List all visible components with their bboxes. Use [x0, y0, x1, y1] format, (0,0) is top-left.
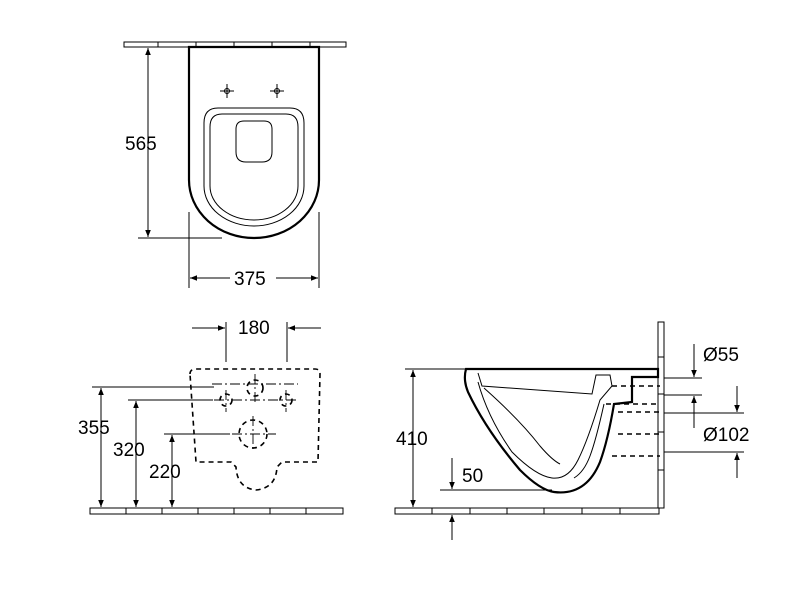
- dim-label-width: 375: [234, 269, 266, 290]
- dimension-line-fixing-spacing: [192, 322, 321, 362]
- dim-label-inlet-diameter: Ø55: [703, 345, 739, 366]
- top-view-seat-inner: [209, 113, 299, 221]
- front-view-fixing-holes: [219, 379, 293, 449]
- dim-label-height-inlet: 320: [113, 440, 145, 461]
- side-view-wall: [657, 321, 665, 509]
- front-view: 180 355 320 220: [78, 318, 344, 515]
- side-view-rim-line: [483, 387, 561, 465]
- dim-label-height-outlet: 220: [149, 462, 181, 483]
- side-view-bowl-profile: [463, 367, 660, 494]
- side-view-bowl-inner: [477, 372, 613, 479]
- side-view: 410 50 Ø55 Ø102: [394, 321, 749, 540]
- dim-label-side-height: 410: [396, 429, 428, 450]
- dim-label-length: 565: [125, 134, 157, 155]
- front-view-centerlines: [212, 374, 298, 452]
- front-view-floor: [89, 507, 344, 515]
- dim-label-outlet-diameter: Ø102: [703, 425, 749, 446]
- dimension-lines-heights: [98, 388, 175, 507]
- top-view-bowl-outline: [187, 45, 321, 240]
- top-view: 565 375: [123, 41, 347, 290]
- top-view-bowl-opening: [235, 120, 273, 163]
- side-view-floor: [394, 507, 660, 515]
- dimension-line-length: [138, 46, 222, 239]
- front-view-leader-lines: [92, 386, 230, 435]
- side-view-siphon: [573, 403, 605, 479]
- dim-label-fixing-spacing: 180: [238, 318, 270, 339]
- dimension-line-width: [188, 212, 320, 288]
- top-view-fixing-marks: [220, 84, 284, 98]
- front-view-outline-dashed: [189, 368, 321, 491]
- side-view-leader-lines: [405, 368, 744, 491]
- dim-label-floor-offset: 50: [462, 466, 483, 487]
- side-view-outlet-dashed: [606, 385, 660, 457]
- top-view-seat-outer: [203, 107, 305, 227]
- dim-label-height-total: 355: [78, 418, 110, 439]
